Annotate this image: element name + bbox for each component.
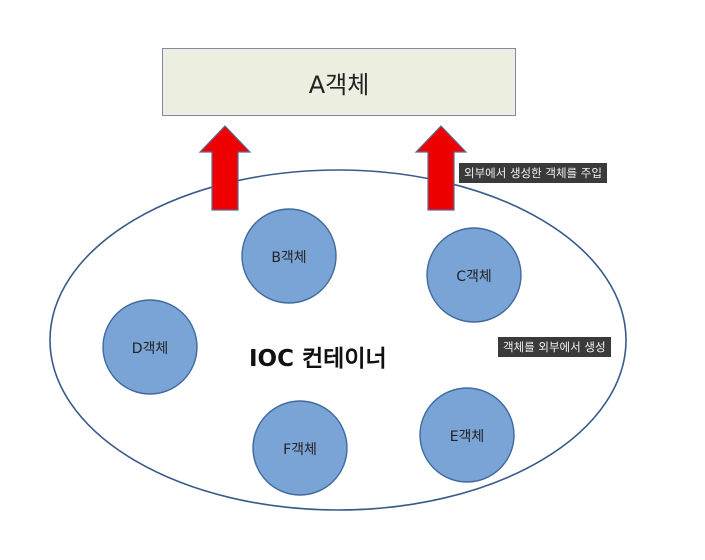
- object-c-label: C객체: [456, 269, 492, 285]
- object-d-label: D객체: [132, 341, 169, 357]
- object-d-circle: [102, 299, 198, 395]
- object-f: F객체: [252, 400, 348, 496]
- object-f-label: F객체: [283, 442, 317, 458]
- object-b-circle: [241, 208, 337, 304]
- object-b-label: B객체: [271, 250, 306, 266]
- right-up-arrow: [414, 125, 468, 211]
- object-f-circle: [252, 400, 348, 496]
- ioc-container-label: IOC 컨테이너: [249, 346, 387, 372]
- object-e-circle: [419, 387, 515, 483]
- left-up-arrow: [198, 125, 252, 211]
- create-note: 객체를 외부에서 생성: [498, 337, 611, 357]
- object-c: C객체: [426, 227, 522, 323]
- object-b: B객체: [241, 208, 337, 304]
- object-a-label: A객체: [308, 70, 370, 99]
- object-e-label: E객체: [450, 429, 485, 445]
- object-c-circle: [426, 227, 522, 323]
- object-a-box: A객체: [162, 48, 516, 116]
- object-e: E객체: [419, 387, 515, 483]
- inject-note: 외부에서 생성한 객체를 주입: [459, 163, 607, 183]
- object-d: D객체: [102, 299, 198, 395]
